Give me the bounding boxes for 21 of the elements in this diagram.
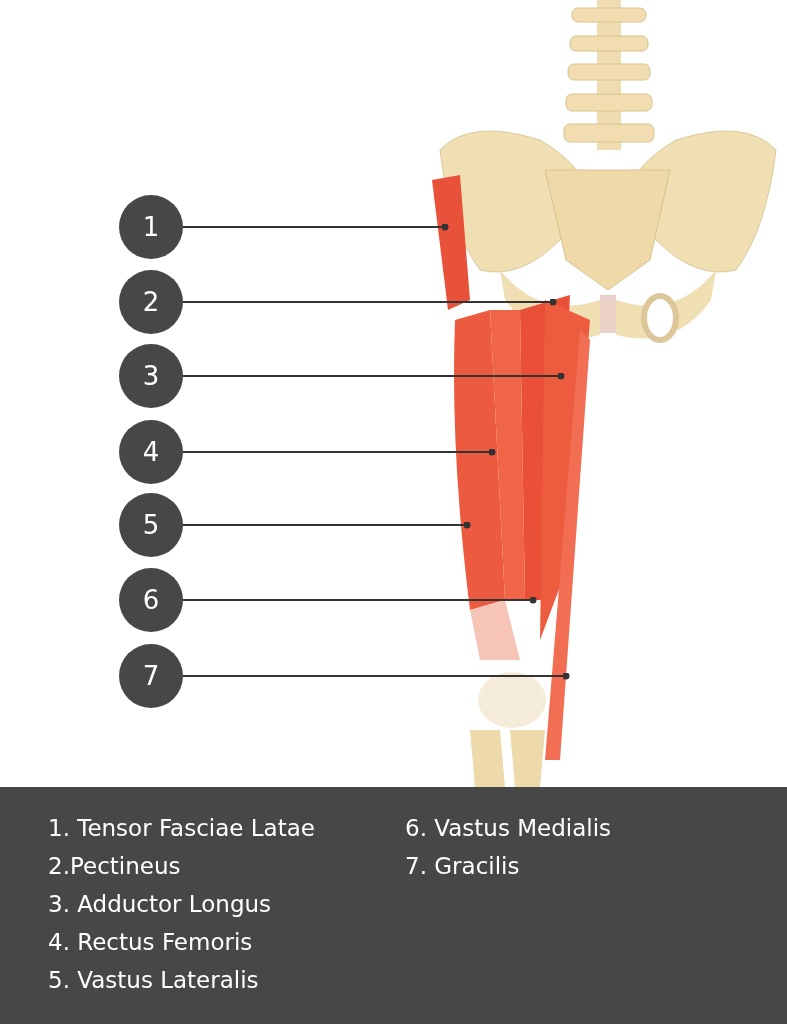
legend-entry: 2.Pectineus [48, 852, 181, 881]
leader-line [182, 672, 570, 680]
leader-line [182, 596, 537, 604]
callout-number: 1 [142, 212, 160, 242]
legend-entry: 7. Gracilis [405, 852, 520, 881]
callout-number: 2 [142, 287, 160, 317]
callout-number: 5 [142, 510, 160, 540]
leader-line [182, 298, 557, 306]
leader-line [182, 372, 565, 380]
leader-line [182, 223, 449, 231]
leader-line [182, 448, 496, 456]
leader-line [182, 521, 471, 529]
callout-number: 6 [142, 585, 160, 615]
legend-entry: 3. Adductor Longus [48, 890, 272, 919]
legend-entry: 5. Vastus Lateralis [48, 966, 259, 995]
callout-number: 3 [142, 361, 160, 391]
legend-entry: 1. Tensor Fasciae Latae [48, 814, 315, 843]
callout-number: 4 [142, 437, 160, 467]
legend-entry: 4. Rectus Femoris [48, 928, 253, 957]
legend-entry: 6. Vastus Medialis [405, 814, 611, 843]
callout-number: 7 [142, 661, 160, 691]
